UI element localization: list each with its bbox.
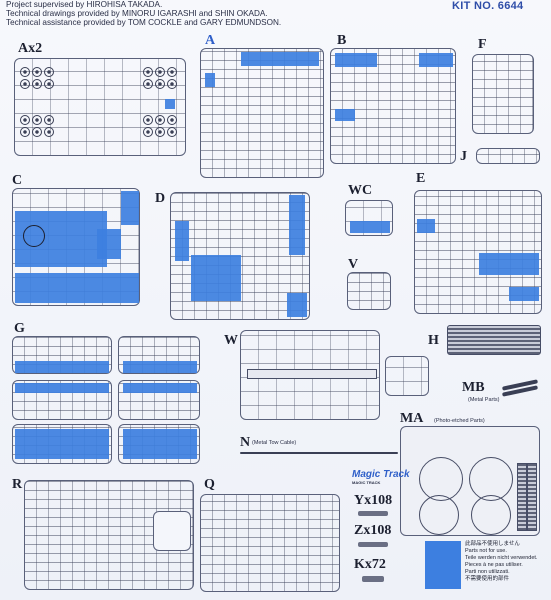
logo-sub: MAGIC TRACK <box>352 480 381 485</box>
legend-en: Parts not for use. <box>465 548 507 554</box>
unused-part <box>165 99 175 109</box>
road-wheels-group <box>143 67 177 89</box>
pe-ring <box>471 495 511 535</box>
pe-strip <box>517 463 527 531</box>
sprue-label-h: H <box>428 333 439 348</box>
sprue-label-ma: MA <box>400 411 424 426</box>
sprue-c <box>12 188 140 306</box>
sprue-label-wc: WC <box>348 183 373 198</box>
magic-track-logo: Magic Track MAGIC TRACK <box>352 469 410 485</box>
unused-part <box>417 219 435 233</box>
sprue-label-f: F <box>478 37 487 52</box>
sprue-g2 <box>118 336 200 374</box>
legend-cn: 不需要使用的部件 <box>465 576 510 582</box>
sprue-e <box>414 190 542 314</box>
sprue-v <box>347 272 391 310</box>
unused-part <box>205 73 215 87</box>
turret-part <box>153 511 191 551</box>
sprue-w-sub <box>385 356 429 396</box>
unused-part <box>97 229 121 259</box>
sprue-ax2 <box>14 58 186 156</box>
unused-parts-swatch <box>425 541 461 589</box>
unused-part <box>289 195 305 255</box>
sprue-g6 <box>118 424 200 464</box>
sprue-label-d: D <box>155 191 166 206</box>
unused-part <box>15 361 109 373</box>
road-wheels-group <box>20 67 54 89</box>
kit-number: KIT NO. 6644 <box>452 0 524 12</box>
credit-supervisor: Project supervised by HIROHISA TAKADA. <box>6 0 163 9</box>
track-link-y <box>358 511 388 516</box>
track-link-k <box>362 576 384 582</box>
track-segment-h <box>447 325 541 355</box>
unused-part <box>15 273 139 303</box>
sprue-d <box>170 192 310 320</box>
sprue-r <box>24 480 194 590</box>
unused-part <box>123 383 197 393</box>
credit-drawings: Technical drawings provided by MINORU IG… <box>6 9 268 18</box>
pe-strip <box>527 463 537 531</box>
note-ma: (Photo-etched Parts) <box>434 418 485 424</box>
unused-part <box>350 221 390 233</box>
credit-assistance: Technical assistance provided by TOM COC… <box>6 18 282 27</box>
sprue-label-v: V <box>348 257 359 272</box>
legend-it: Parti non utilizzati. <box>465 569 510 575</box>
unused-part <box>191 255 241 301</box>
sprue-label-e: E <box>416 171 426 186</box>
unused-part <box>509 287 539 301</box>
sprue-label-mb: MB <box>462 380 485 395</box>
unused-part <box>287 293 307 317</box>
sprue-g5 <box>12 424 112 464</box>
unused-part <box>335 53 377 67</box>
road-wheels-group <box>20 115 54 137</box>
unused-part <box>15 429 109 459</box>
sprue-label-w: W <box>224 333 238 348</box>
unused-part <box>241 52 319 66</box>
unused-part <box>121 191 139 225</box>
unused-part <box>15 383 109 393</box>
sprue-label-r: R <box>12 477 23 492</box>
note-mb: (Metal Parts) <box>468 397 500 403</box>
unused-part <box>175 221 189 261</box>
sprue-label-j: J <box>460 149 467 164</box>
tow-cable <box>240 452 398 454</box>
sprue-label-b: B <box>337 33 347 48</box>
sprue-label-q: Q <box>204 477 215 492</box>
pe-ring <box>419 495 459 535</box>
sprue-label-n: N <box>240 435 251 450</box>
sprue-g3 <box>12 380 112 420</box>
road-wheels-group <box>143 115 177 137</box>
track-link-z <box>358 542 388 547</box>
hull-frame <box>247 369 377 379</box>
sprue-g1 <box>12 336 112 374</box>
legend-de: Teile werden nicht verwendet. <box>465 555 538 561</box>
legend-jp: 此部品不使用しません <box>465 541 520 547</box>
sprue-g4 <box>118 380 200 420</box>
sprue-f <box>472 54 534 134</box>
unused-part <box>419 53 453 67</box>
sprue-w <box>240 330 380 420</box>
legend-fr: Pieces à ne pas utiliser. <box>465 562 523 568</box>
sprue-label-a: A <box>205 33 216 48</box>
note-n: (Metal Tow Cable) <box>252 440 297 446</box>
sprue-j <box>476 148 540 164</box>
unused-part <box>123 361 197 373</box>
logo-main: Magic Track <box>352 469 410 480</box>
sprue-label-c: C <box>12 173 23 188</box>
unused-part <box>479 253 539 275</box>
unused-part <box>123 429 197 459</box>
sprue-label-yx108: Yx108 <box>354 493 393 508</box>
photo-etched-fret <box>400 426 540 536</box>
sprue-a <box>200 48 324 178</box>
sprue-label-kx72: Kx72 <box>354 557 386 572</box>
unused-part <box>335 109 355 121</box>
sprue-label-zx108: Zx108 <box>354 523 392 538</box>
sprue-b <box>330 48 456 164</box>
sprue-label-g: G <box>14 321 25 336</box>
sprue-q <box>200 494 340 592</box>
sprue-label-ax2: Ax2 <box>18 41 43 56</box>
sprue-wc <box>345 200 393 236</box>
hatch-ring <box>23 225 45 247</box>
